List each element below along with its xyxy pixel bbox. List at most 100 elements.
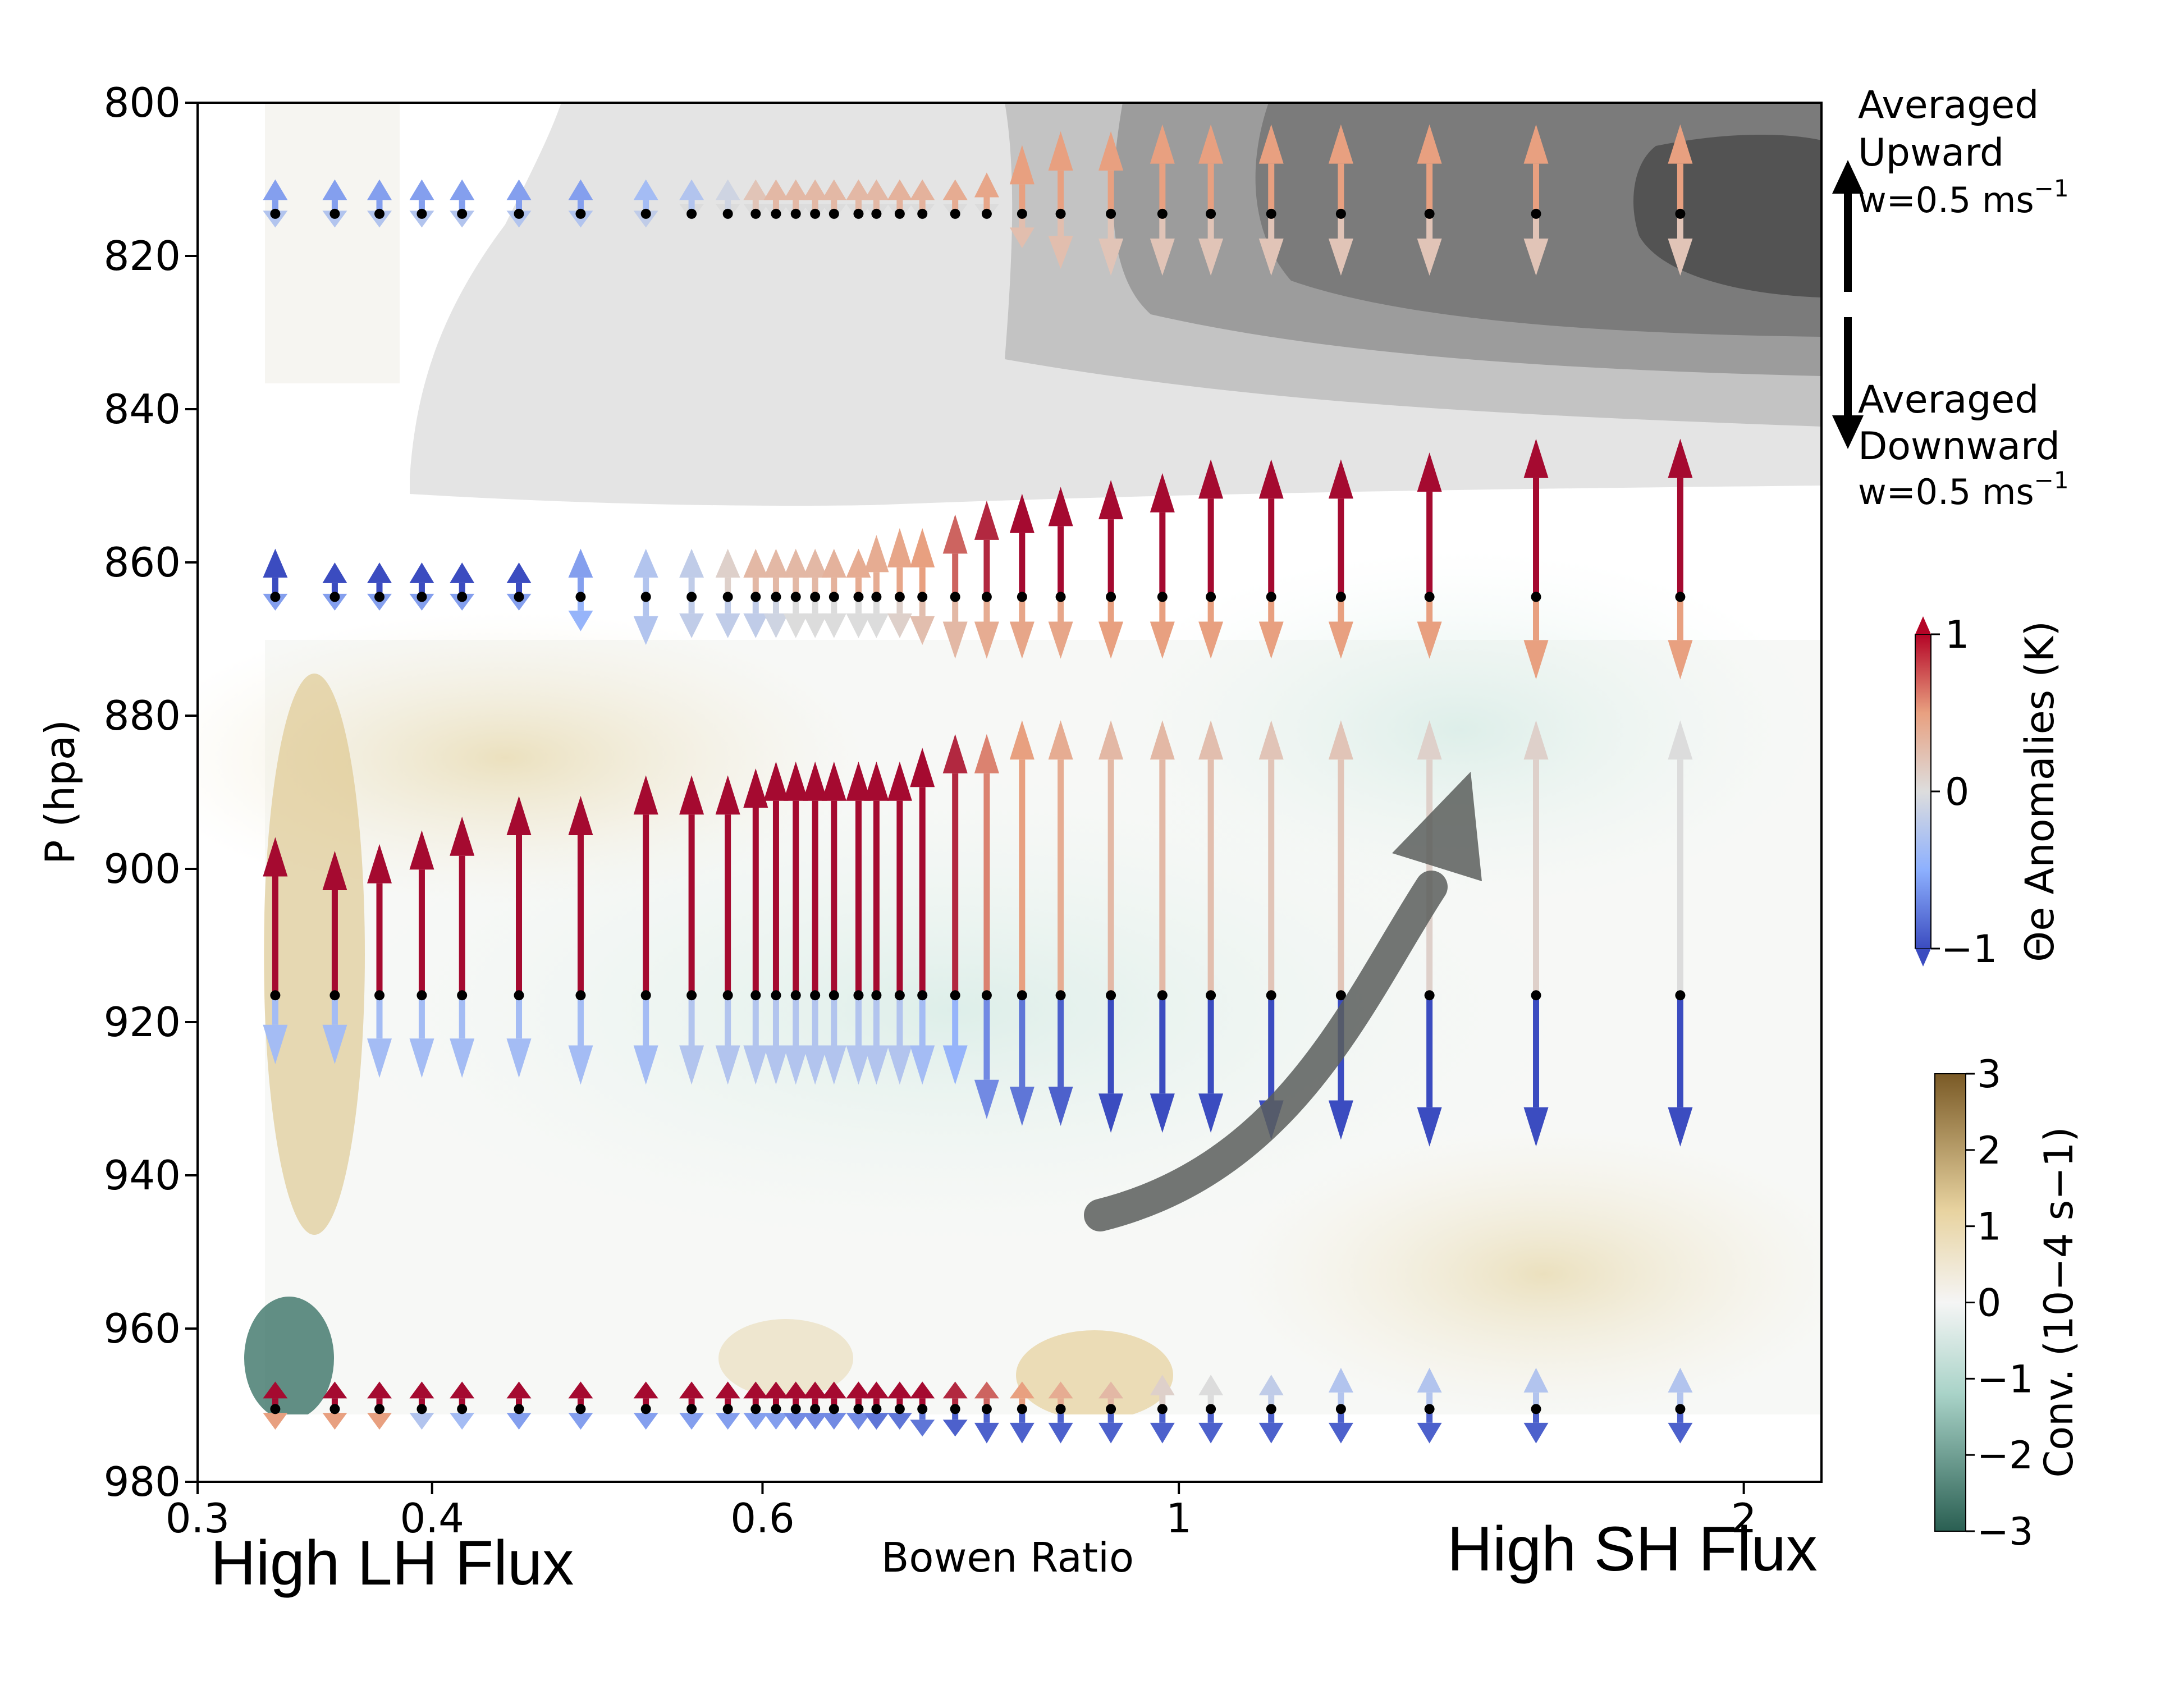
grid-point-dot bbox=[1157, 1404, 1168, 1414]
quiver-arrow-head bbox=[803, 1413, 828, 1430]
grid-point-dot bbox=[1206, 1404, 1216, 1414]
conv-tick-label: −2 bbox=[1977, 1434, 2033, 1478]
quiver-arrow-head bbox=[803, 1045, 828, 1085]
grid-point-dot bbox=[457, 990, 468, 1001]
quiver-arrow-head bbox=[715, 179, 740, 200]
conv-tick-label: −3 bbox=[1977, 1510, 2033, 1554]
colorbar-theta-e-bar bbox=[1915, 634, 1931, 949]
y-tick-label: 980 bbox=[104, 1458, 181, 1505]
quiver-arrow-head bbox=[1048, 487, 1073, 526]
quiver-arrow-head bbox=[322, 179, 347, 200]
grid-point-dot bbox=[981, 1404, 992, 1414]
grid-point-dot bbox=[1675, 990, 1686, 1001]
grid-point-dot bbox=[1206, 990, 1216, 1001]
quiver-arrow-head bbox=[1668, 124, 1693, 164]
quiver-arrow-head bbox=[322, 1024, 347, 1064]
grid-point-dot bbox=[771, 1404, 781, 1414]
grid-point-dot bbox=[1157, 990, 1168, 1001]
quiver-arrow-head bbox=[763, 613, 789, 638]
quiver-arrow-head bbox=[1150, 473, 1175, 512]
quiver-arrow-head bbox=[322, 593, 347, 611]
quiver-arrow-head bbox=[679, 1045, 704, 1085]
quiver-arrow-head bbox=[409, 593, 434, 611]
quiver-arrow-head bbox=[1668, 720, 1693, 760]
quiver-arrow-head bbox=[409, 1381, 434, 1399]
quiver-arrow-head bbox=[1417, 1107, 1442, 1147]
quiver-arrow-head bbox=[743, 1413, 768, 1430]
grid-point-dot bbox=[771, 592, 781, 602]
quiver-arrow-head bbox=[1098, 621, 1124, 659]
quiver-arrow-head bbox=[783, 1045, 808, 1085]
quiver-arrow-head bbox=[821, 1413, 846, 1430]
grid-point-dot bbox=[270, 990, 281, 1001]
grid-point-dot bbox=[750, 1404, 761, 1414]
quiver-arrow-head bbox=[1009, 1422, 1035, 1444]
quiver-arrow-head bbox=[1417, 124, 1442, 164]
quiver-arrow-head bbox=[974, 500, 999, 540]
grid-point-dot bbox=[810, 990, 821, 1001]
quiver-arrow-head bbox=[1668, 1367, 1693, 1393]
quiver-arrow-head bbox=[1198, 1422, 1224, 1444]
grid-point-dot bbox=[1335, 1404, 1346, 1414]
grid-point-dot bbox=[686, 208, 697, 219]
quiver-arrow-head bbox=[864, 535, 889, 573]
quiver-arrow-head bbox=[450, 562, 475, 583]
quiver-arrow-head bbox=[783, 613, 808, 638]
grid-point-dot bbox=[1531, 990, 1541, 1001]
quiver-arrow-head bbox=[367, 593, 392, 611]
quiver-arrow-head bbox=[821, 1045, 846, 1085]
quiver-arrow-head bbox=[1198, 720, 1224, 760]
quiver-arrow-head bbox=[1417, 1367, 1442, 1393]
quiver-arrow-head bbox=[1668, 438, 1693, 478]
quiver-arrow-head bbox=[506, 1381, 532, 1399]
quiver-arrow-head bbox=[763, 1381, 789, 1399]
quiver-arrow-head bbox=[568, 210, 593, 228]
grid-point-dot bbox=[1106, 208, 1116, 219]
grid-point-dot bbox=[1055, 1404, 1066, 1414]
quiver-arrow-head bbox=[367, 562, 392, 583]
quiver-arrow-head bbox=[1523, 720, 1549, 760]
grid-point-dot bbox=[374, 990, 385, 1001]
quiver-arrow-head bbox=[887, 1413, 912, 1430]
grid-point-dot bbox=[894, 1404, 905, 1414]
quiver-arrow-head bbox=[679, 179, 704, 200]
quiver-arrow-head bbox=[803, 179, 828, 200]
quiver-arrow-head bbox=[506, 593, 532, 611]
quiver-arrow-head bbox=[1328, 1100, 1353, 1140]
quiver-arrow-head bbox=[783, 1381, 808, 1399]
grid-point-dot bbox=[981, 208, 992, 219]
quiver-arrow-head bbox=[974, 1079, 999, 1119]
quiver-arrow-head bbox=[367, 210, 392, 228]
grid-point-dot bbox=[1424, 990, 1435, 1001]
grid-point-dot bbox=[790, 1404, 801, 1414]
quiver-arrow-head bbox=[887, 528, 912, 567]
quiver-arrow-head bbox=[743, 1381, 768, 1399]
quiver-arrow-head bbox=[910, 1419, 935, 1437]
grid-point-dot bbox=[722, 1404, 733, 1414]
quiver-arrow-head bbox=[783, 761, 808, 801]
quiver-arrow-head bbox=[910, 528, 935, 567]
quiver-arrow-head bbox=[846, 761, 871, 801]
quiver-arrow-head bbox=[367, 844, 392, 883]
quiver-arrow-head bbox=[1258, 459, 1284, 499]
quiver-arrow-head bbox=[1198, 1093, 1224, 1133]
quiver-arrow-head bbox=[1258, 621, 1284, 659]
quiver-arrow-head bbox=[1523, 1422, 1549, 1444]
grid-point-dot bbox=[1017, 208, 1027, 219]
quiver-arrow-head bbox=[1328, 239, 1353, 276]
grid-point-dot bbox=[771, 208, 781, 219]
grid-point-dot bbox=[950, 592, 960, 602]
grid-point-dot bbox=[1017, 1404, 1027, 1414]
grid-point-dot bbox=[575, 990, 586, 1001]
quiver-arrow-head bbox=[1150, 1422, 1175, 1444]
grid-point-dot bbox=[1675, 1404, 1686, 1414]
quiver-arrow-head bbox=[803, 548, 828, 578]
grid-point-dot bbox=[416, 592, 427, 602]
grid-point-dot bbox=[1055, 592, 1066, 602]
grid-point-dot bbox=[1017, 592, 1027, 602]
quiver-arrow-head bbox=[974, 621, 999, 659]
grid-point-dot bbox=[329, 990, 340, 1001]
grid-point-dot bbox=[871, 990, 882, 1001]
annotation-high-sh-flux: High SH Flux bbox=[1447, 1514, 1818, 1584]
grid-point-dot bbox=[829, 592, 839, 602]
